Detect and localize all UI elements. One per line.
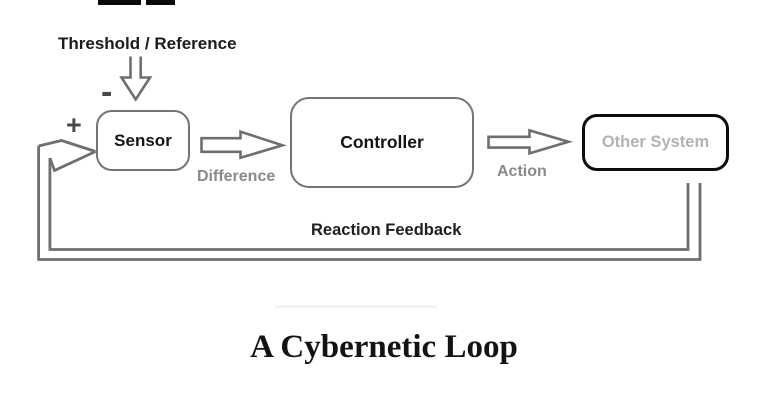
- feedback-path-outer: [37, 146, 702, 261]
- action-arrow-icon: [487, 128, 574, 156]
- faint-erased-text-artifact: [275, 305, 437, 308]
- node-controller: Controller: [290, 97, 474, 188]
- threshold-reference-label: Threshold / Reference: [58, 34, 237, 53]
- action-label: Action: [497, 163, 547, 180]
- difference-arrow-icon: [200, 129, 287, 160]
- plus-sign: +: [66, 110, 82, 140]
- difference-label: Difference: [197, 168, 276, 185]
- cropped-text-artifact: [146, 0, 175, 5]
- feedback-arrowhead-upper: [38, 139, 96, 153]
- feedback-arrowhead-lower: [48, 150, 97, 173]
- minus-sign: -: [101, 73, 113, 111]
- node-sensor-label: Sensor: [114, 130, 172, 150]
- diagram-title: A Cybernetic Loop: [250, 329, 518, 365]
- feedback-path-inner: [48, 158, 690, 251]
- reaction-feedback-label: Reaction Feedback: [311, 221, 462, 239]
- node-other-system: Other System: [582, 114, 729, 171]
- threshold-down-arrow-icon: [119, 56, 153, 102]
- node-other-system-label: Other System: [601, 133, 710, 151]
- node-sensor: Sensor: [96, 110, 190, 171]
- node-controller-label: Controller: [340, 132, 424, 152]
- cropped-text-artifact: [98, 0, 141, 5]
